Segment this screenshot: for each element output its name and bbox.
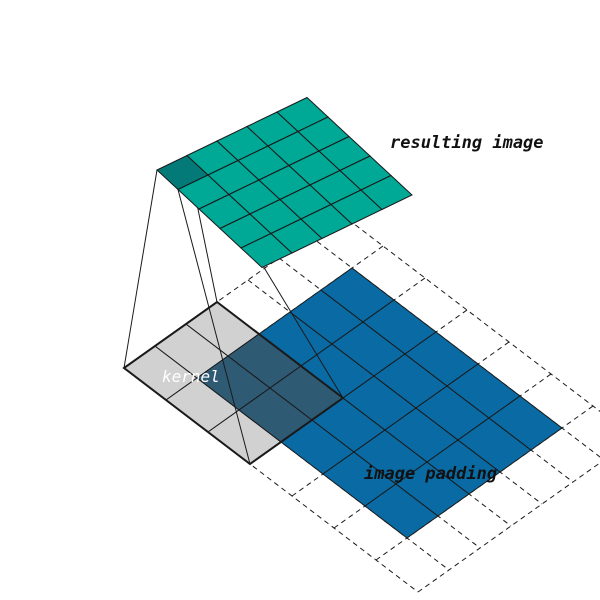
kernel-label: kernel	[162, 367, 220, 386]
connector-line	[123, 169, 158, 369]
resulting-image-label: resulting image	[390, 133, 544, 153]
padding-gridline	[340, 213, 600, 412]
kernel-grid	[122, 300, 345, 466]
connector-line	[177, 189, 251, 465]
resulting-image-grid	[156, 96, 413, 269]
input-image-cell	[488, 395, 563, 451]
padding-gridline	[123, 367, 419, 593]
resulting-image-cell	[360, 174, 413, 211]
image-padding-label: image padding	[364, 464, 497, 484]
